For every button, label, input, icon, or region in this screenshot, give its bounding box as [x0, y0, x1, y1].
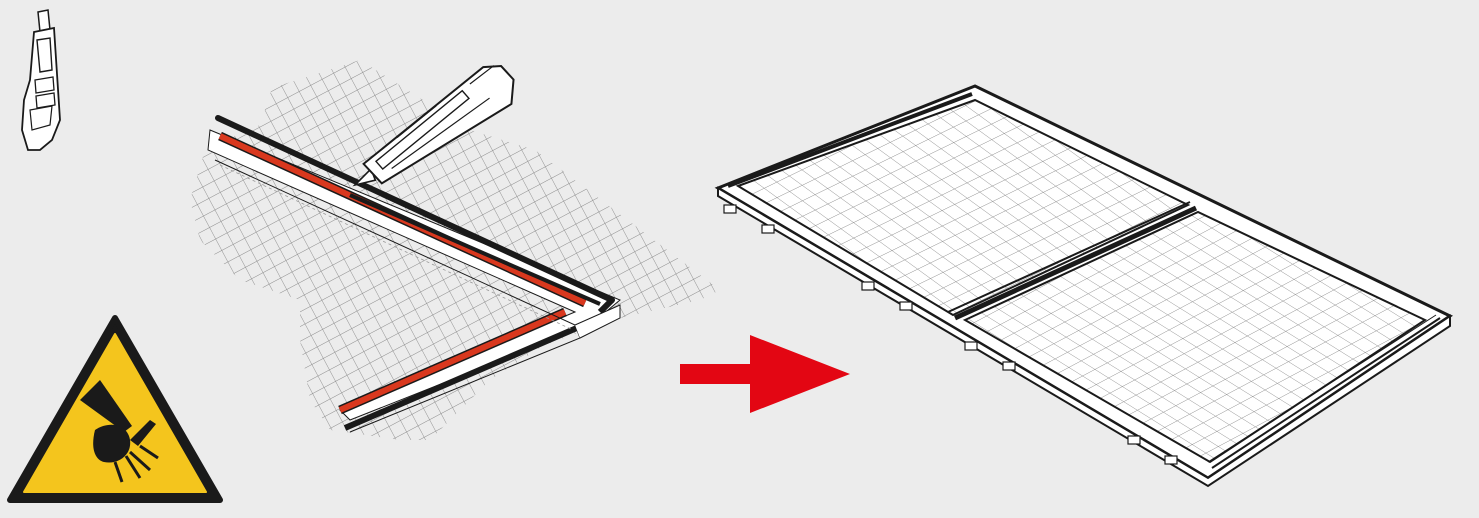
finished-screen-frame [718, 86, 1450, 486]
utility-knife-icon [22, 10, 60, 150]
cut-hazard-warning-icon [10, 318, 220, 500]
arrow-right-icon [680, 335, 850, 413]
mesh-trimming-scene [180, 50, 740, 450]
